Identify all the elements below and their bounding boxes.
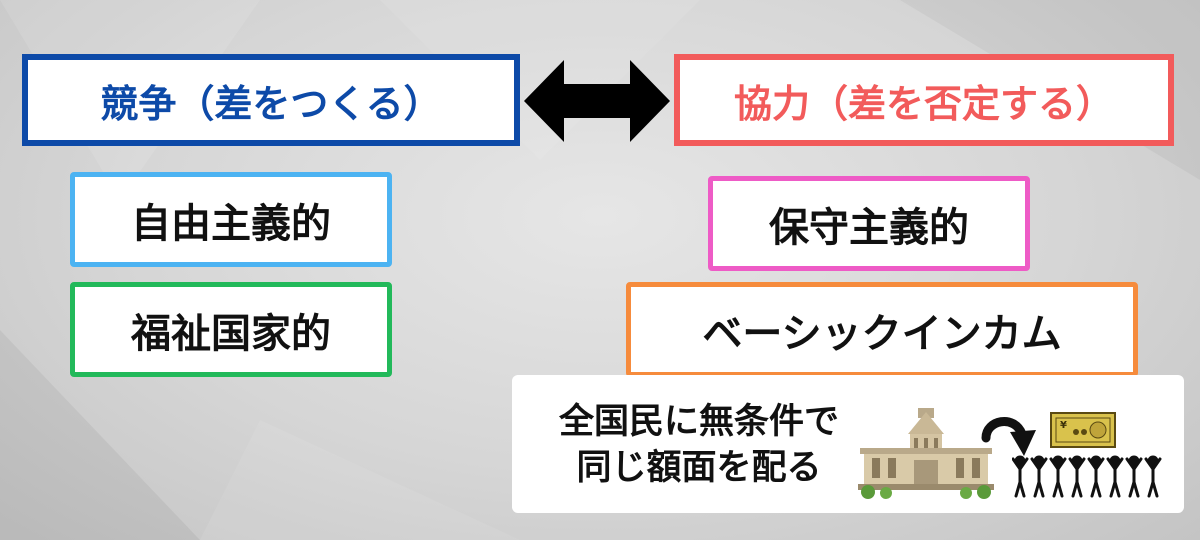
liberal-box: 自由主義的 xyxy=(70,172,392,267)
conservative-box: 保守主義的 xyxy=(708,176,1030,271)
parliament-building-icon xyxy=(858,408,994,499)
svg-text:¥: ¥ xyxy=(1060,420,1067,431)
welfare-state-box: 福祉国家的 xyxy=(70,282,392,377)
competition-header: 競争（差をつくる） xyxy=(22,54,520,146)
cooperation-header-label: 協力（差を否定する） xyxy=(733,81,1114,126)
basic-income-box: ベーシックインカム xyxy=(626,282,1138,377)
conservative-label: 保守主義的 xyxy=(769,204,969,251)
note-text: 全国民に無条件で 同じ額面を配る xyxy=(534,399,864,491)
double-headed-arrow-icon xyxy=(524,60,670,142)
yen-banknote-icon: ¥ xyxy=(1050,412,1116,448)
liberal-label: 自由主義的 xyxy=(131,200,331,247)
basic-income-label: ベーシックインカム xyxy=(702,310,1062,357)
note-line-2: 同じ額面を配る xyxy=(576,448,822,488)
cooperation-header: 協力（差を否定する） xyxy=(674,54,1174,146)
competition-header-label: 競争（差をつくる） xyxy=(100,81,442,126)
curved-arrow-icon xyxy=(981,417,1036,456)
welfare-state-label: 福祉国家的 xyxy=(131,310,331,357)
people-group-icon xyxy=(1012,455,1162,498)
note-line-1: 全国民に無条件で xyxy=(558,402,839,442)
